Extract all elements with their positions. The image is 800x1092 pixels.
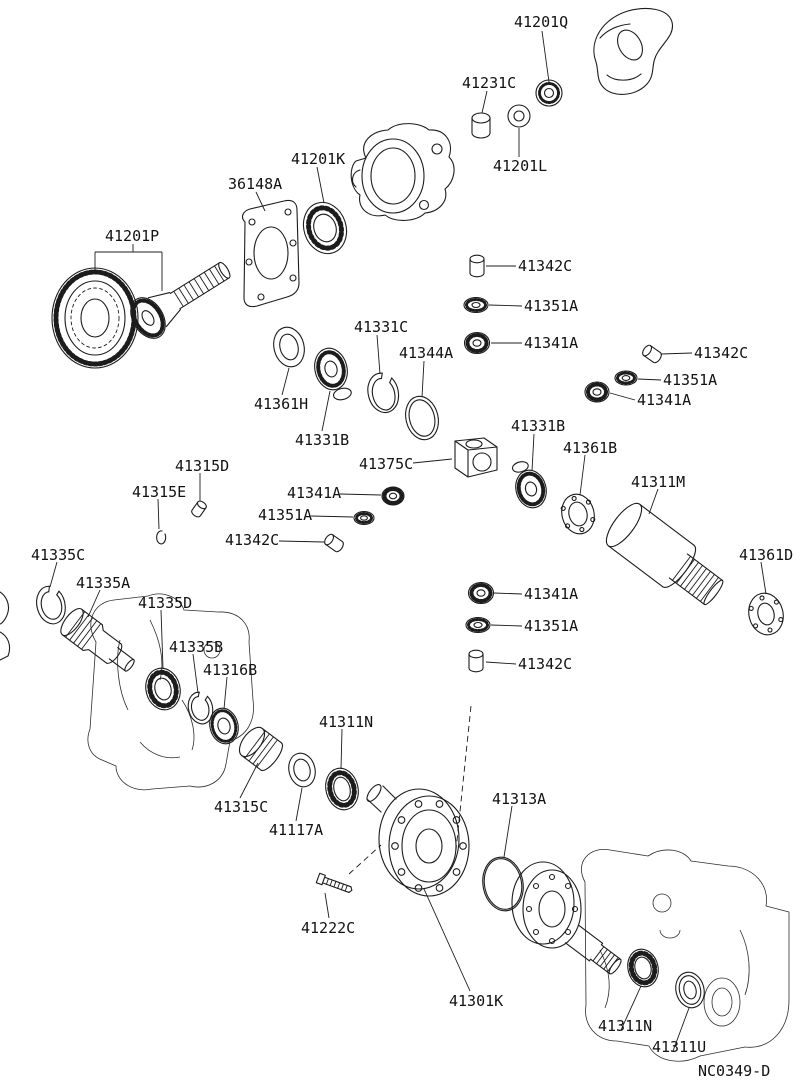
part-41331B-left [314, 347, 352, 401]
transaxle-case-right [581, 848, 790, 1062]
part-label-41331B-right: 41331B [511, 417, 565, 435]
part-41117A [288, 752, 316, 788]
part-label-41351A-4: 41351A [524, 617, 578, 635]
part-41341A-1 [463, 331, 491, 355]
part-label-41331B-left: 41331B [295, 431, 349, 449]
part-label-41201P: 41201P [105, 227, 159, 245]
part-label-41335B: 41335B [169, 638, 223, 656]
part-output-drum [511, 861, 622, 975]
part-41361B [560, 493, 596, 535]
leader-lines [49, 30, 767, 1052]
part-label-41315E: 41315E [132, 483, 186, 501]
part-41222C [315, 872, 353, 893]
part-41361H [273, 326, 305, 368]
part-41313A [482, 856, 524, 912]
part-label-41315C: 41315C [214, 798, 268, 816]
drawing-number: NC0349-D [698, 1062, 770, 1080]
part-41335A [60, 607, 135, 672]
part-label-41351A-2: 41351A [663, 371, 717, 389]
part-41342C-2 [642, 344, 662, 364]
part-41201Q [535, 79, 563, 107]
part-label-41341A-1: 41341A [524, 334, 578, 352]
part-label-41201L: 41201L [493, 157, 547, 175]
part-41331B-right [511, 461, 547, 509]
part-41344A [405, 395, 439, 441]
part-label-41351A-3: 41351A [258, 506, 312, 524]
part-label-41335A: 41335A [76, 574, 130, 592]
part-41342C-3 [324, 533, 344, 553]
part-label-41351A-1: 41351A [524, 297, 578, 315]
part-36148A [241, 199, 300, 308]
part-label-41342C-1: 41342C [518, 257, 572, 275]
part-label-41311N-mid: 41311N [319, 713, 373, 731]
part-differential-carrier [350, 123, 455, 221]
part-label-41341A-4: 41341A [524, 585, 578, 603]
part-label-41342C-2: 41342C [694, 344, 748, 362]
assembly-axis-dashed-lines [348, 705, 472, 875]
part-41201K [302, 201, 348, 255]
part-41315E [156, 530, 167, 545]
part-label-41316B: 41316B [203, 661, 257, 679]
part-41301K-differential-case [366, 784, 470, 897]
part-label-36148A: 36148A [228, 175, 282, 193]
part-label-41361H: 41361H [254, 395, 308, 413]
part-41335B [187, 691, 214, 725]
part-label-41201K: 41201K [291, 150, 345, 168]
edge-fragments [0, 591, 11, 661]
part-41315D [191, 500, 207, 518]
part-label-41311M: 41311M [631, 473, 685, 491]
part-label-41315D: 41315D [175, 457, 229, 475]
part-41335D [145, 667, 181, 711]
part-41341A-4 [467, 581, 495, 605]
part-41351A-2 [614, 370, 638, 386]
part-41201P-pinion [130, 261, 231, 339]
part-41341A-3 [381, 486, 405, 506]
part-label-41201Q: 41201Q [514, 13, 568, 31]
part-label-41231C: 41231C [462, 74, 516, 92]
part-label-41375C: 41375C [359, 455, 413, 473]
part-41311N-bottom [627, 948, 659, 988]
part-41316B [209, 707, 239, 745]
part-label-41341A-2: 41341A [637, 391, 691, 409]
part-41201L [507, 104, 531, 128]
part-41342C-1 [469, 254, 485, 278]
part-41231C [471, 112, 491, 139]
part-label-41117A: 41117A [269, 821, 323, 839]
part-41375C [454, 437, 498, 478]
part-propeller-yoke [593, 8, 674, 95]
part-41335C [36, 585, 66, 625]
part-label-41301K: 41301K [449, 992, 503, 1010]
part-label-41335C: 41335C [31, 546, 85, 564]
part-label-41313A: 41313A [492, 790, 546, 808]
part-label-41311U: 41311U [652, 1038, 706, 1056]
part-41311M [605, 502, 724, 606]
part-label-41361B: 41361B [563, 439, 617, 457]
part-labels: 41201Q 41231C 41201K 41201L 36148A 41201… [31, 13, 793, 1080]
part-41311U [675, 971, 705, 1009]
part-label-41335D: 41335D [138, 594, 192, 612]
part-41361D [748, 592, 784, 636]
part-41201P-ring-gear [51, 267, 139, 369]
part-label-41342C-4: 41342C [518, 655, 572, 673]
part-label-41222C: 41222C [301, 919, 355, 937]
part-41342C-4 [468, 649, 484, 673]
part-41331C [367, 372, 400, 414]
transaxle-case-left [87, 593, 254, 791]
part-41351A-1 [463, 296, 489, 314]
part-41315C [238, 726, 284, 772]
part-label-41331C: 41331C [354, 318, 408, 336]
part-41351A-3 [353, 510, 375, 526]
part-41341A-2 [584, 381, 610, 403]
part-label-41342C-3: 41342C [225, 531, 279, 549]
part-label-41361D: 41361D [739, 546, 793, 564]
part-41351A-4 [465, 616, 491, 634]
part-label-41341A-3: 41341A [287, 484, 341, 502]
part-41311N-mid [325, 767, 359, 811]
part-label-41344A: 41344A [399, 344, 453, 362]
part-label-41311N-bottom: 41311N [598, 1017, 652, 1035]
